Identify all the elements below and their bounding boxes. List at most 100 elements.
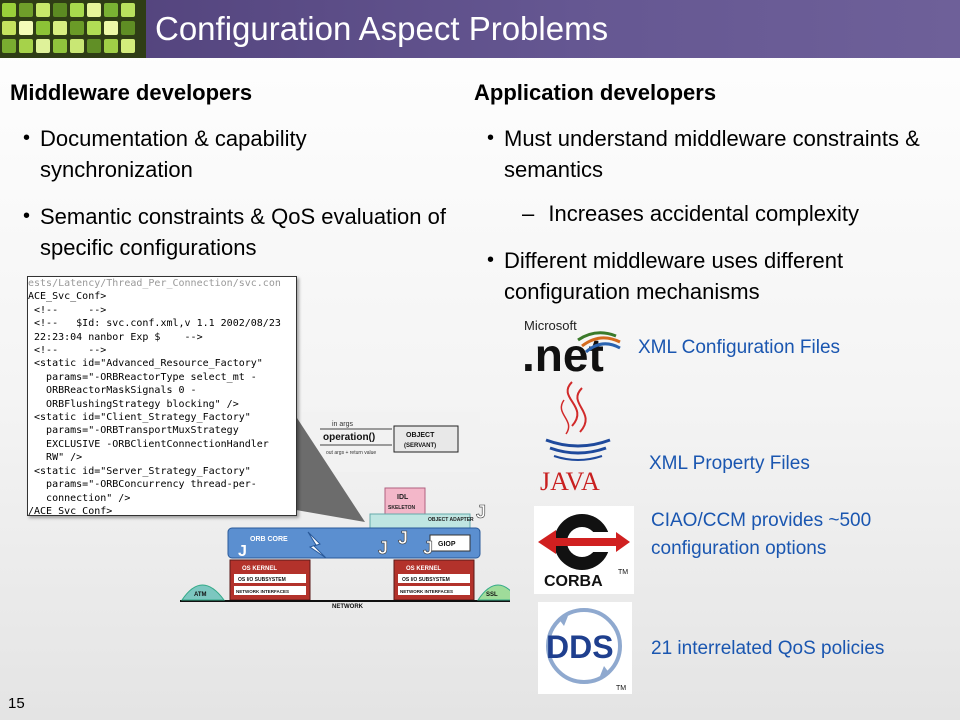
- out-args-label: out args + return value: [326, 450, 376, 456]
- steam-icon: [566, 381, 579, 427]
- dash-icon: –: [522, 201, 535, 226]
- code-line: params="-ORBReactorType select_mt -: [28, 371, 257, 383]
- right-sub-bullet: – Increases accidental complexity: [522, 201, 859, 227]
- hook-icon: J: [238, 543, 247, 560]
- page-number: 15: [8, 695, 25, 712]
- dds-ring: [546, 608, 622, 684]
- atm-oval: [181, 584, 225, 601]
- left-bullet-2: • Semantic constraints & QoS evaluation …: [23, 201, 470, 263]
- code-line: ests/Latency/Thread_Per_Connection/svc.c…: [28, 278, 281, 289]
- hook-icon: J: [423, 538, 433, 558]
- header-mosaic-decoration: [0, 0, 146, 58]
- bullet-icon: •: [487, 127, 495, 149]
- dds-caption: 21 interrelated QoS policies: [651, 638, 885, 659]
- idl-label: IDL: [397, 494, 409, 501]
- skeleton-label: SKELETON: [388, 505, 416, 511]
- bullet-icon: •: [23, 205, 31, 227]
- net-wordmark: .net: [522, 329, 604, 376]
- left-heading: Middleware developers: [10, 80, 253, 105]
- network-interfaces-left-label: NETWORK INTERFACES: [236, 589, 289, 594]
- hook-icon: J: [476, 502, 486, 522]
- cup-icon: [553, 455, 603, 461]
- tm-mark: TM: [616, 685, 626, 692]
- right-bullet-1: • Must understand middleware constraints…: [487, 123, 924, 185]
- code-line: 22:23:04 nanbor Exp $ -->: [28, 331, 203, 343]
- dds-wordmark: DDS: [546, 629, 614, 665]
- left-bullet-1-text: Documentation & capability synchronizati…: [40, 126, 307, 182]
- left-bullet-1: • Documentation & capability synchroniza…: [23, 123, 460, 185]
- swoosh-icon: [581, 336, 621, 348]
- code-line: RW" />: [28, 452, 83, 464]
- tm-mark: TM: [618, 569, 628, 576]
- java-logo: JAVA: [540, 381, 611, 496]
- servant-label: (SERVANT): [404, 443, 436, 449]
- os-kernel-right-label: OS KERNEL: [406, 566, 441, 572]
- idl-skeleton-box: [384, 487, 426, 515]
- title-bar: Configuration Aspect Problems: [0, 0, 960, 58]
- code-line: <static id="Server_Strategy_Factory": [28, 465, 251, 477]
- swoosh-icon: [577, 331, 617, 342]
- dds-logo-bg: [538, 602, 632, 694]
- code-line: connection" />: [28, 492, 131, 504]
- code-line: <static id="Advanced_Resource_Factory": [28, 358, 263, 370]
- giop-label: GIOP: [438, 541, 456, 548]
- orb-core-label: ORB CORE: [250, 536, 288, 543]
- orb-architecture-diagram: in args operation() out args + return va…: [180, 412, 510, 610]
- right-heading: Application developers: [474, 80, 717, 105]
- right-bullet-1-text: Must understand middleware constraints &…: [504, 126, 920, 182]
- cup-icon: [545, 438, 611, 448]
- io-subsystem-left-label: OS I/O SUBSYSTEM: [238, 577, 286, 583]
- dds-logo: DDS TM: [538, 602, 632, 694]
- steam-icon: [576, 387, 587, 433]
- object-adapter-label: OBJECT ADAPTER: [428, 517, 474, 523]
- object-box: [393, 425, 459, 453]
- arrow-icon: [600, 666, 610, 676]
- operation-label: operation(): [323, 432, 375, 443]
- hook-icon: J: [398, 528, 408, 548]
- right-bullet-2: • Different middleware uses different co…: [487, 245, 944, 307]
- callout-wedge: [280, 392, 365, 522]
- ssl-oval: [477, 584, 510, 601]
- arrow-icon: [558, 616, 568, 626]
- os-kernel-left-label: OS KERNEL: [242, 566, 277, 572]
- left-bullet-2-text: Semantic constraints & QoS evaluation of…: [40, 204, 446, 260]
- network-interfaces-right-label: NETWORK INTERFACES: [400, 589, 453, 594]
- swoosh-icon: [585, 342, 621, 354]
- corba-wordmark: CORBA: [544, 573, 603, 590]
- network-label: NETWORK: [332, 604, 364, 610]
- in-args-label: in args: [332, 421, 354, 428]
- ssl-label: SSL: [486, 592, 498, 598]
- right-bullet-2-text: Different middleware uses different conf…: [504, 248, 844, 304]
- dotnet-logo: Microsoft .net: [522, 318, 621, 376]
- object-label: OBJECT: [406, 432, 435, 439]
- arrow-right-icon: [616, 532, 630, 552]
- network-interfaces-right: [398, 586, 470, 595]
- cup-icon: [549, 446, 607, 455]
- hook-icon: J: [378, 538, 388, 558]
- code-line: ORBFlushingStrategy blocking" />: [28, 398, 239, 410]
- java-wordmark: JAVA: [540, 467, 600, 496]
- bullet-icon: •: [23, 127, 31, 149]
- code-line: <!-- $Id: svc.conf.xml,v 1.1 2002/08/23: [28, 318, 281, 330]
- java-caption: XML Property Files: [649, 453, 810, 474]
- io-subsystem-right: [398, 574, 470, 583]
- atm-label: ATM: [194, 592, 207, 598]
- lightning-icon: [307, 531, 327, 559]
- orb-core-bar: [227, 527, 481, 559]
- right-sub-bullet-text: Increases accidental complexity: [548, 201, 859, 226]
- code-line: ORBReactorMaskSignals 0 -: [28, 385, 197, 397]
- slide-title: Configuration Aspect Problems: [155, 10, 609, 47]
- steam-icon: [560, 399, 570, 435]
- corba-logo: CORBA TM: [534, 506, 634, 594]
- code-line: ACE_Svc_Conf>: [28, 291, 107, 303]
- arrow-left-icon: [538, 530, 556, 554]
- code-line: EXCLUSIVE -ORBClientConnectionHandler: [28, 438, 269, 450]
- code-line: <!-- -->: [28, 304, 107, 316]
- io-subsystem-left: [234, 574, 306, 583]
- code-line: /ACE_Svc_Conf>: [28, 505, 113, 516]
- net-caption: XML Configuration Files: [638, 337, 841, 358]
- code-line: params="-ORBConcurrency thread-per-: [28, 479, 257, 491]
- network-interfaces-left: [234, 586, 306, 595]
- code-line: params="-ORBTransportMuxStrategy: [28, 425, 239, 437]
